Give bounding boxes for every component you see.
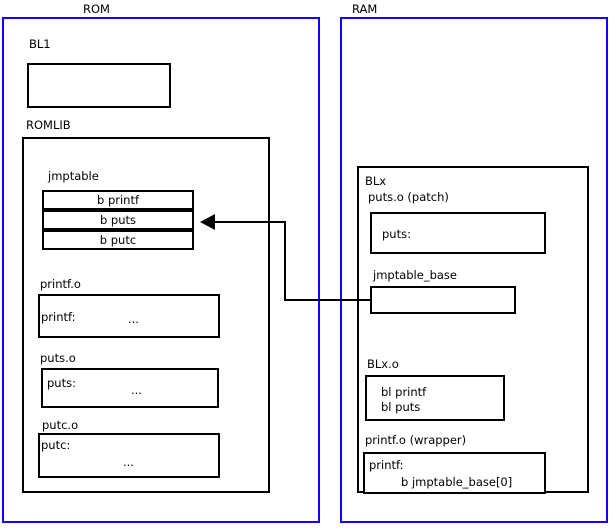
printf-o-box [38,294,220,338]
ram-region [340,17,608,523]
blx-o-line-2: bl puts [381,400,421,414]
puts-patch-box [370,212,546,254]
blx-label: BLx [365,174,387,188]
printf-o-symbol: printf: [41,310,76,324]
puts-o-label: puts.o [40,351,76,365]
puts-patch-label: puts.o (patch) [368,190,449,204]
bl1-label: BL1 [29,37,51,51]
puts-o-body: ... [131,383,142,397]
bl1-box [27,63,171,108]
puts-o-symbol: puts: [47,376,76,390]
puts-patch-symbol: puts: [382,227,411,241]
printf-o-label: printf.o [40,277,81,291]
jmptable-label: jmptable [48,169,99,183]
jmptable-entry-2: b putc [42,230,194,250]
printf-o-body: ... [128,312,139,326]
blx-o-line-1: bl printf [381,385,427,399]
putc-o-body: ... [123,455,134,469]
rom-region-label: ROM [83,2,110,16]
putc-o-label: putc.o [42,418,79,432]
puts-o-box [41,368,219,408]
connector-segment-horizontal-upper [212,221,286,223]
printf-wrapper-box [363,452,546,494]
jmptable-base-box [370,286,516,314]
connector-arrowhead-icon [200,214,215,230]
blx-o-box [365,375,505,421]
ram-region-label: RAM [352,2,378,16]
jmptable-entry-0: b printf [42,190,194,210]
rom-region [2,17,320,523]
romlib-label: ROMLIB [26,118,71,132]
jmptable-base-label: jmptable_base [373,268,457,282]
jmptable-entry-1: b puts [42,210,194,230]
printf-wrapper-label: printf.o (wrapper) [365,433,467,447]
putc-o-symbol: putc: [41,438,71,452]
connector-segment-horizontal-lower [284,299,372,301]
printf-wrapper-symbol: printf: [369,458,404,472]
printf-wrapper-instruction: b jmptable_base[0] [401,475,513,489]
blx-o-label: BLx.o [367,357,399,371]
connector-segment-vertical [284,221,286,301]
putc-o-box [38,433,220,478]
